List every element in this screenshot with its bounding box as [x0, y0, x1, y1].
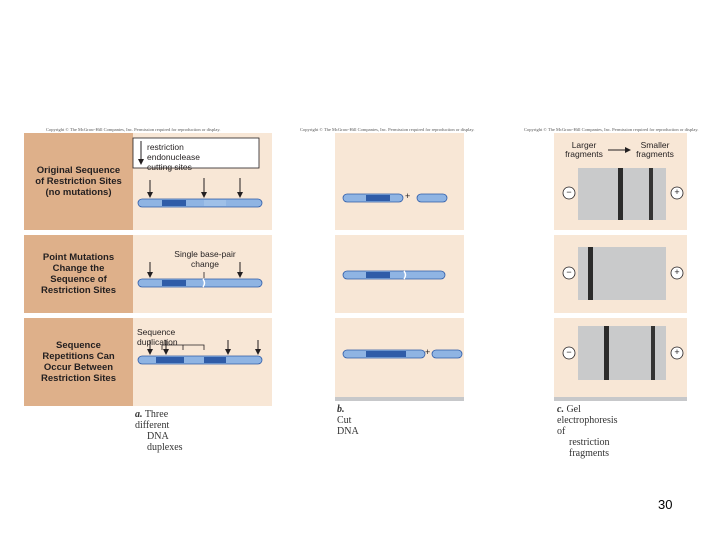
larger-fragments-label: Larger fragments [560, 141, 608, 159]
slide-page-number: 30 [658, 497, 672, 512]
caption-c-letter: c. [557, 404, 564, 415]
band-lane-3-small [651, 326, 655, 380]
plus-symbol-2: + [673, 267, 681, 277]
minus-symbol-2: − [565, 267, 573, 277]
larger-line-2: fragments [560, 150, 608, 159]
plus-symbol-3: + [673, 347, 681, 357]
caption-c-line-1: Gel electrophoresis of [557, 404, 618, 437]
minus-symbol-3: − [565, 347, 573, 357]
band-lane-1-small [649, 168, 653, 220]
band-lane-2-single [588, 247, 593, 300]
caption-c: c. Gel electrophoresis of restriction fr… [557, 404, 618, 459]
caption-c-line-2: restriction fragments [557, 437, 618, 459]
smaller-line-2: fragments [630, 150, 680, 159]
band-lane-1-large [618, 168, 623, 220]
plus-symbol-1: + [673, 187, 681, 197]
minus-symbol-1: − [565, 187, 573, 197]
smaller-fragments-label: Smaller fragments [630, 141, 680, 159]
band-lane-3-large [604, 326, 609, 380]
